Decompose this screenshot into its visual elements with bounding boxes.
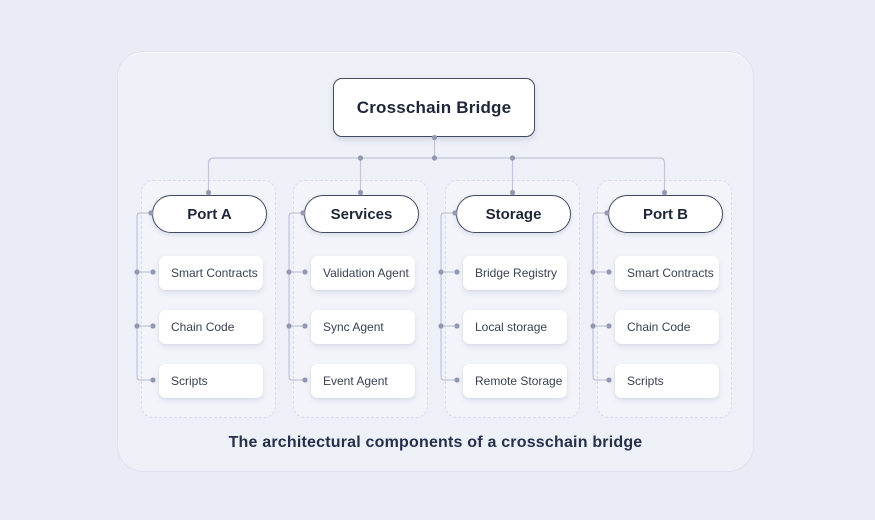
node-services-label: Services	[330, 205, 393, 223]
node-port-b: Port B	[608, 195, 723, 233]
node-storage: Storage	[456, 195, 571, 233]
node-scripts-b: Scripts	[615, 364, 719, 398]
group-services: Services Validation Agent Sync Agent Eve…	[293, 180, 428, 418]
node-bridge-registry: Bridge Registry	[463, 256, 567, 290]
node-local-storage: Local storage	[463, 310, 567, 344]
diagram-caption: The architectural components of a crossc…	[228, 434, 643, 451]
node-chain-code-a: Chain Code	[159, 310, 263, 344]
node-remote-storage: Remote Storage	[463, 364, 567, 398]
group-port-a: Port A Smart Contracts Chain Code Script…	[141, 180, 276, 418]
node-port-b-label: Port B	[643, 205, 688, 223]
node-storage-label: Storage	[485, 205, 542, 223]
node-scripts-a: Scripts	[159, 364, 263, 398]
node-crosschain-bridge: Crosschain Bridge	[333, 78, 535, 137]
group-port-b: Port B Smart Contracts Chain Code Script…	[597, 180, 732, 418]
node-scripts-b-label: Scripts	[627, 374, 664, 388]
node-validation-agent-label: Validation Agent	[323, 266, 409, 280]
node-services: Services	[304, 195, 419, 233]
group-storage: Storage Bridge Registry Local storage Re…	[445, 180, 580, 418]
node-sync-agent-label: Sync Agent	[323, 320, 384, 334]
node-scripts-a-label: Scripts	[171, 374, 208, 388]
node-chain-code-b-label: Chain Code	[627, 320, 691, 334]
node-smart-contracts-b-label: Smart Contracts	[627, 266, 714, 280]
node-chain-code-a-label: Chain Code	[171, 320, 235, 334]
node-validation-agent: Validation Agent	[311, 256, 415, 290]
node-local-storage-label: Local storage	[475, 320, 548, 334]
node-chain-code-b: Chain Code	[615, 310, 719, 344]
node-smart-contracts-b: Smart Contracts	[615, 256, 719, 290]
node-smart-contracts-a: Smart Contracts	[159, 256, 263, 290]
node-event-agent: Event Agent	[311, 364, 415, 398]
node-event-agent-label: Event Agent	[323, 374, 388, 388]
node-smart-contracts-a-label: Smart Contracts	[171, 266, 258, 280]
node-port-a-label: Port A	[187, 205, 232, 223]
node-remote-storage-label: Remote Storage	[475, 374, 563, 388]
node-crosschain-bridge-label: Crosschain Bridge	[356, 97, 512, 117]
node-sync-agent: Sync Agent	[311, 310, 415, 344]
node-bridge-registry-label: Bridge Registry	[475, 266, 558, 280]
node-port-a: Port A	[152, 195, 267, 233]
